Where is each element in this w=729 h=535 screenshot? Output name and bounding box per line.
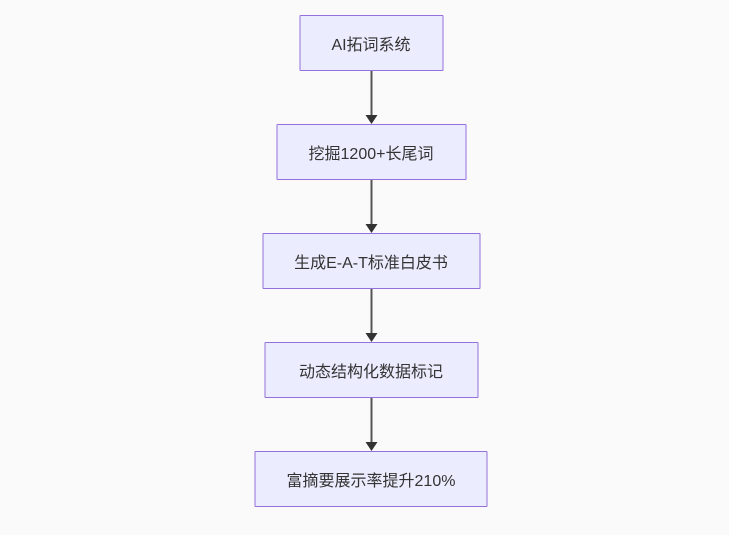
flow-node-label: AI拓词系统 (331, 37, 411, 54)
arrowhead-down-icon (365, 224, 377, 233)
flow-node-label: 富摘要展示率提升210% (286, 473, 456, 490)
flow-edge-4 (365, 398, 377, 451)
arrow-line (370, 180, 372, 224)
flow-node-label: 挖掘1200+长尾词 (308, 146, 434, 163)
flow-node-label: 动态结构化数据标记 (298, 364, 443, 381)
arrow-line (370, 398, 372, 442)
arrowhead-down-icon (365, 442, 377, 451)
flow-edge-1 (365, 71, 377, 124)
flowchart: AI拓词系统 挖掘1200+长尾词 生成E-A-T标准白皮书 动态结构化数据标记 (254, 15, 488, 507)
arrow-line (370, 71, 372, 115)
flow-node-ai-keyword-system: AI拓词系统 (299, 15, 443, 71)
flow-node-eat-whitepaper: 生成E-A-T标准白皮书 (262, 233, 480, 289)
arrow-line (370, 289, 372, 333)
arrowhead-down-icon (365, 333, 377, 342)
flow-node-rich-snippet-result: 富摘要展示率提升210% (254, 451, 488, 507)
flow-node-structured-data-markup: 动态结构化数据标记 (264, 342, 478, 398)
arrowhead-down-icon (365, 115, 377, 124)
flow-edge-3 (365, 289, 377, 342)
flow-node-longtail-mining: 挖掘1200+长尾词 (276, 124, 466, 180)
flow-node-label: 生成E-A-T标准白皮书 (294, 255, 448, 272)
flow-edge-2 (365, 180, 377, 233)
